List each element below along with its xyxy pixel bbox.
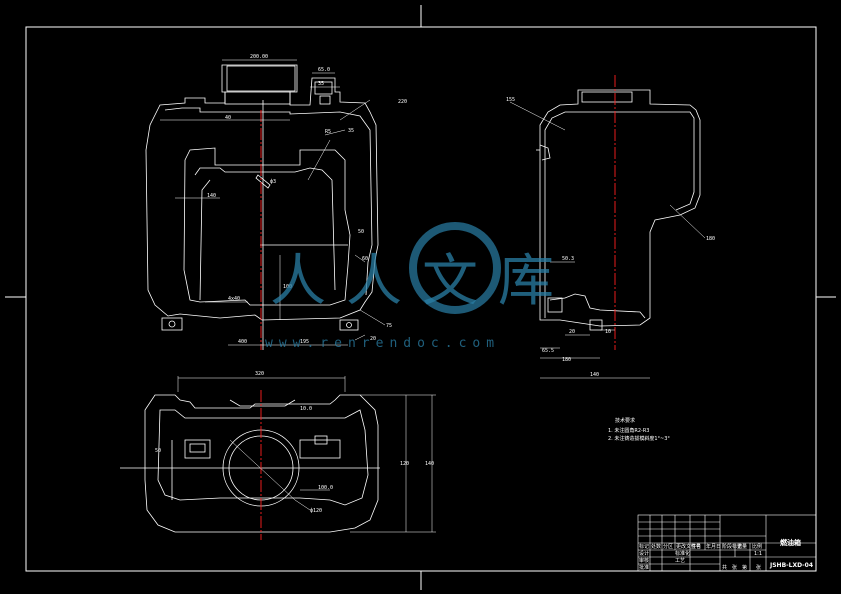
tb-cell: 签名 xyxy=(691,543,701,550)
dim-label: 65.5 xyxy=(542,348,554,354)
dim-label: 120 xyxy=(400,461,409,467)
front-view xyxy=(145,64,379,350)
top-view-dimension-lines xyxy=(177,376,436,533)
tb-cell: 标准化 xyxy=(675,550,690,557)
tb-cell: 张 xyxy=(732,564,737,571)
tb-cell: 设计 xyxy=(639,550,649,557)
dim-label: 20 xyxy=(370,336,376,342)
title-block-text: 标记 处数 分区 更改文件号 签名 年月日 设计 标准化 阶段标记 重量 比例 … xyxy=(639,538,813,571)
title-block xyxy=(637,514,817,572)
dim-label: 200.00 xyxy=(250,54,268,60)
tb-cell: 处数 xyxy=(651,543,661,550)
dim-label: ф120 xyxy=(310,508,322,514)
tb-cell: 标记 xyxy=(639,543,649,550)
dim-label: ф3 xyxy=(270,179,276,185)
dim-label: 35 xyxy=(348,128,354,134)
dim-label: 100.0 xyxy=(318,485,333,491)
drawing-number: JSHB-LXD-04 xyxy=(769,562,813,569)
tb-cell: 阶段标记 xyxy=(722,543,742,550)
tb-cell: 年月日 xyxy=(706,543,721,550)
dim-label: 10.0 xyxy=(300,406,312,412)
tb-cell: 分区 xyxy=(663,543,673,550)
front-view-dimension-lines xyxy=(160,59,386,346)
watermark-logo-ring xyxy=(409,222,501,314)
watermark: 人人文库 www.renrendoc.com xyxy=(265,222,574,351)
watermark-text: 人人文库 xyxy=(270,249,574,314)
top-view xyxy=(120,394,380,533)
note-line-2: 2. 未注铸造拔模斜度1°~3° xyxy=(608,435,670,442)
dim-label: 65.0 xyxy=(318,67,330,73)
part-name: 燃油箱 xyxy=(779,538,801,547)
dim-label: 50 xyxy=(155,448,161,454)
notes-title: 技术要求 xyxy=(615,417,635,424)
dim-label: 320 xyxy=(255,371,264,377)
tb-cell: 工艺 xyxy=(675,558,685,564)
tb-cell: 张 xyxy=(756,564,761,571)
dim-label: 140 xyxy=(590,372,599,378)
side-view-dimension-labels: 155 180 50.3 20 65.5 180 140 10 xyxy=(506,97,715,378)
dim-label: 195 xyxy=(300,339,309,345)
tb-scale: 1:1 xyxy=(754,551,762,557)
dim-label: 180 xyxy=(562,357,571,363)
tb-cell: 批准 xyxy=(639,564,649,571)
side-view-dimension-lines xyxy=(509,101,706,379)
top-view-dimension-labels: 320 120 50 140 100.0 ф120 10.0 xyxy=(155,371,434,514)
dim-label: 50 xyxy=(358,229,364,235)
dim-label: 140 xyxy=(425,461,434,467)
tb-cell: 重量 xyxy=(737,543,747,550)
watermark-url: www.renrendoc.com xyxy=(265,336,500,351)
dim-label: 60 xyxy=(362,256,368,262)
tb-cell: 审核 xyxy=(639,557,649,564)
side-view xyxy=(536,89,701,331)
technical-requirements: 技术要求 1. 未注圆角R2-R3 2. 未注铸造拔模斜度1°~3° xyxy=(608,417,670,442)
dim-label: 4x40 xyxy=(228,296,240,302)
dim-label: 100 xyxy=(283,284,292,290)
dim-label: 140 xyxy=(207,193,216,199)
dim-label: R5 xyxy=(325,129,331,135)
dim-label: 75 xyxy=(386,323,392,329)
tb-cell: 比例 xyxy=(752,543,762,550)
dim-label: 40 xyxy=(225,115,231,121)
dim-label: 50.3 xyxy=(562,256,574,262)
front-view-dimension-labels: 200.00 65.0 220 35 40 35 R5 140 ф3 4x40 … xyxy=(207,54,407,345)
dim-label: 155 xyxy=(506,97,515,103)
dim-label: 35 xyxy=(318,81,324,87)
dim-label: 220 xyxy=(398,99,407,105)
note-line-1: 1. 未注圆角R2-R3 xyxy=(608,427,649,434)
tb-cell: 第 xyxy=(742,564,747,571)
dim-label: 20 xyxy=(569,329,575,335)
dim-label: 180 xyxy=(706,236,715,242)
tb-cell: 共 xyxy=(722,564,727,571)
tb-cell: 更改文件号 xyxy=(676,543,701,550)
dim-label: 400 xyxy=(238,339,247,345)
dim-label: 10 xyxy=(605,329,611,335)
